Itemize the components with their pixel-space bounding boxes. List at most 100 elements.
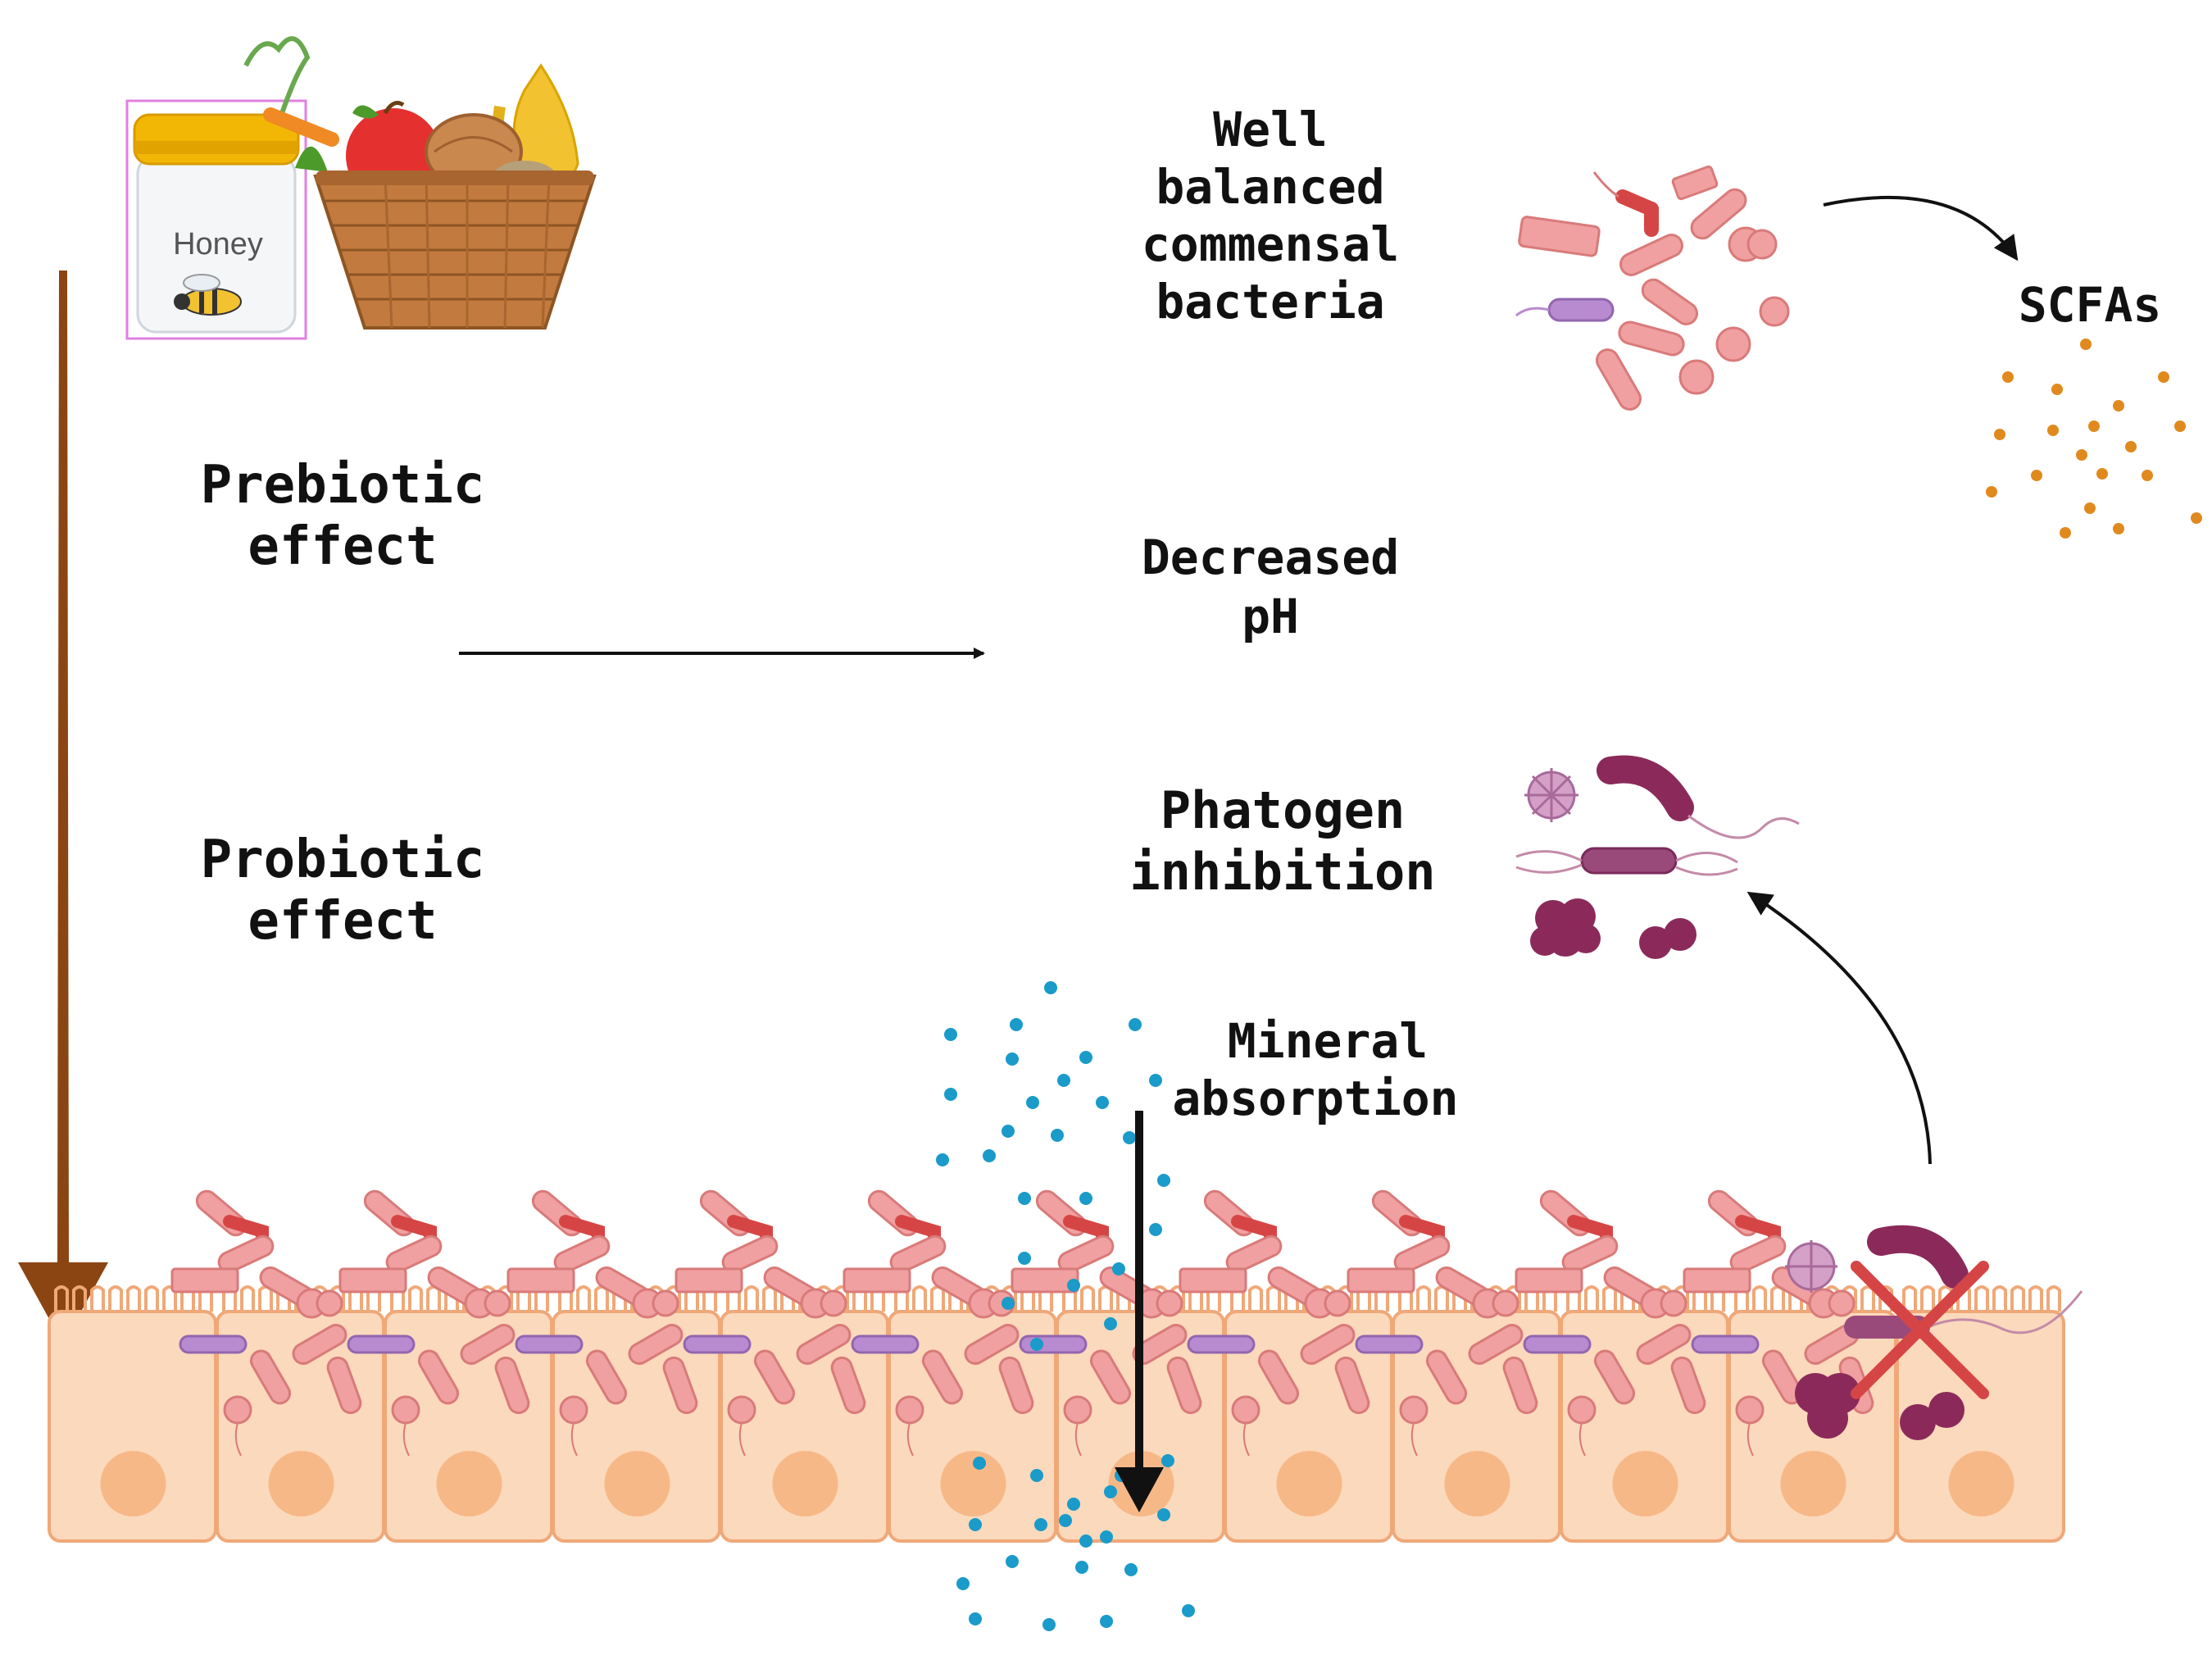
mineral-particle <box>1067 1498 1080 1511</box>
flagellum <box>1074 1422 1082 1457</box>
commensal-bacterium <box>292 1324 347 1365</box>
mineral-particle <box>1002 1297 1015 1310</box>
mineral-particle <box>1075 1561 1088 1574</box>
commensal-bacterium <box>418 1349 459 1405</box>
mineral-particle <box>1006 1053 1019 1066</box>
mineral-particle <box>969 1518 982 1531</box>
mineral-particle <box>944 1028 957 1041</box>
commensal-bacterium <box>217 1234 275 1274</box>
commensal-coccus <box>1156 1289 1183 1317</box>
flagellum <box>234 1422 242 1457</box>
mineral-particle <box>1059 1514 1072 1527</box>
mineral-particle <box>936 1153 949 1166</box>
commensal-bacterium <box>460 1324 516 1365</box>
cell-nucleus <box>940 1451 1006 1516</box>
mineral-particle <box>1010 1018 1023 1031</box>
commensal-bacterium <box>1132 1324 1188 1365</box>
cell-nucleus <box>1780 1451 1846 1516</box>
mineral-particle <box>1157 1174 1170 1187</box>
commensal-bacterium <box>628 1324 684 1365</box>
commensal-coccus <box>484 1289 511 1317</box>
commensal-bacterium <box>1426 1349 1467 1405</box>
commensal-coccus <box>652 1289 679 1317</box>
commensal-bacterium <box>683 1334 752 1354</box>
commensal-bacterium <box>1166 1356 1202 1415</box>
mineral-particles-icon <box>936 981 1195 1631</box>
mineral-particle <box>1030 1338 1043 1351</box>
mineral-particle <box>1123 1131 1136 1144</box>
commensal-bacterium <box>179 1334 248 1354</box>
commensal-bacterium <box>1691 1334 1760 1354</box>
commensal-bacterium <box>515 1334 584 1354</box>
commensal-bacterium <box>506 1267 575 1293</box>
mineral-particle <box>1157 1508 1170 1521</box>
epithelium-pathogens <box>1785 1225 2083 1440</box>
commensal-bacterium <box>1334 1356 1370 1415</box>
commensal-bacterium <box>347 1334 416 1354</box>
commensal-coccus <box>1231 1395 1260 1425</box>
commensal-bacterium <box>662 1356 698 1415</box>
mineral-particle <box>1026 1096 1039 1109</box>
inhibition-arrow <box>1746 891 1932 1165</box>
commensal-bacterium <box>1179 1267 1247 1293</box>
flagellum <box>402 1422 410 1457</box>
mineral-particle <box>1057 1074 1070 1087</box>
mineral-particle <box>1079 1534 1092 1548</box>
commensal-bacterium <box>494 1356 530 1415</box>
flagellum <box>570 1422 578 1457</box>
pathogen-label-line2: inhibition <box>1129 842 1435 902</box>
mineral-particle <box>944 1088 957 1101</box>
commensal-bacterium <box>586 1349 627 1405</box>
probiotic-label-line2: effect <box>248 891 437 952</box>
intestinal-epithelium-icon <box>48 1189 2065 1543</box>
mineral-particle <box>1018 1252 1031 1265</box>
mineral-particle <box>1079 1192 1092 1205</box>
commensal-bacterium <box>889 1234 947 1274</box>
commensal-bacterium <box>1355 1334 1424 1354</box>
commensal-bacterium <box>1090 1349 1131 1405</box>
ph-label-line1: Decreased <box>1142 530 1399 585</box>
mineral-particle <box>1161 1454 1174 1467</box>
ph-label-line2: pH <box>1242 589 1299 644</box>
commensal-label-line3: commensal <box>1142 216 1399 272</box>
epithelial-cell <box>1896 1310 2065 1543</box>
honey-jar-icon: Honey <box>125 99 307 340</box>
commensal-bacterium <box>1729 1234 1787 1274</box>
commensal-bacterium <box>796 1324 852 1365</box>
commensal-bacterium <box>1515 1267 1583 1293</box>
probiotic-label-line1: Probiotic <box>201 830 485 890</box>
honey-jar-label: Honey <box>173 227 263 261</box>
mineral-particle <box>1042 1618 1056 1631</box>
brown-down-arrow <box>18 271 108 1344</box>
mineral-label-line2: absorption <box>1172 1071 1458 1126</box>
flagellum <box>1746 1422 1754 1457</box>
commensal-coccus <box>1324 1289 1351 1317</box>
cell-nucleus <box>100 1451 166 1516</box>
commensal-bacterium <box>385 1234 443 1274</box>
commensal-bacterium <box>326 1356 362 1415</box>
commensal-bacterium <box>1502 1356 1538 1415</box>
commensal-coccus <box>1063 1395 1092 1425</box>
mineral-particle <box>1006 1555 1019 1568</box>
commensal-bacterium <box>338 1267 407 1293</box>
commensal-bacterium <box>170 1267 239 1293</box>
commensal-bacterium <box>851 1334 920 1354</box>
commensal-bacterium <box>843 1267 911 1293</box>
mineral-particle <box>1030 1469 1043 1482</box>
mineral-particle <box>1051 1129 1064 1142</box>
commensal-bacterium <box>830 1356 866 1415</box>
commensal-label-line2: balanced <box>1156 159 1384 215</box>
commensal-bacterium <box>1057 1234 1115 1274</box>
commensal-bacterium <box>1683 1267 1751 1293</box>
commensal-bacterium <box>754 1349 795 1405</box>
commensal-bacterium <box>1347 1267 1415 1293</box>
scfas-label: SCFAs <box>2019 277 2162 333</box>
commensal-bacterium <box>1468 1324 1524 1365</box>
commensal-coccus <box>820 1289 847 1317</box>
mineral-particle <box>1018 1192 1031 1205</box>
commensal-bacterium <box>1258 1349 1299 1405</box>
cell-nucleus <box>436 1451 502 1516</box>
commensal-coccus <box>559 1395 588 1425</box>
mineral-particle <box>1104 1485 1117 1498</box>
